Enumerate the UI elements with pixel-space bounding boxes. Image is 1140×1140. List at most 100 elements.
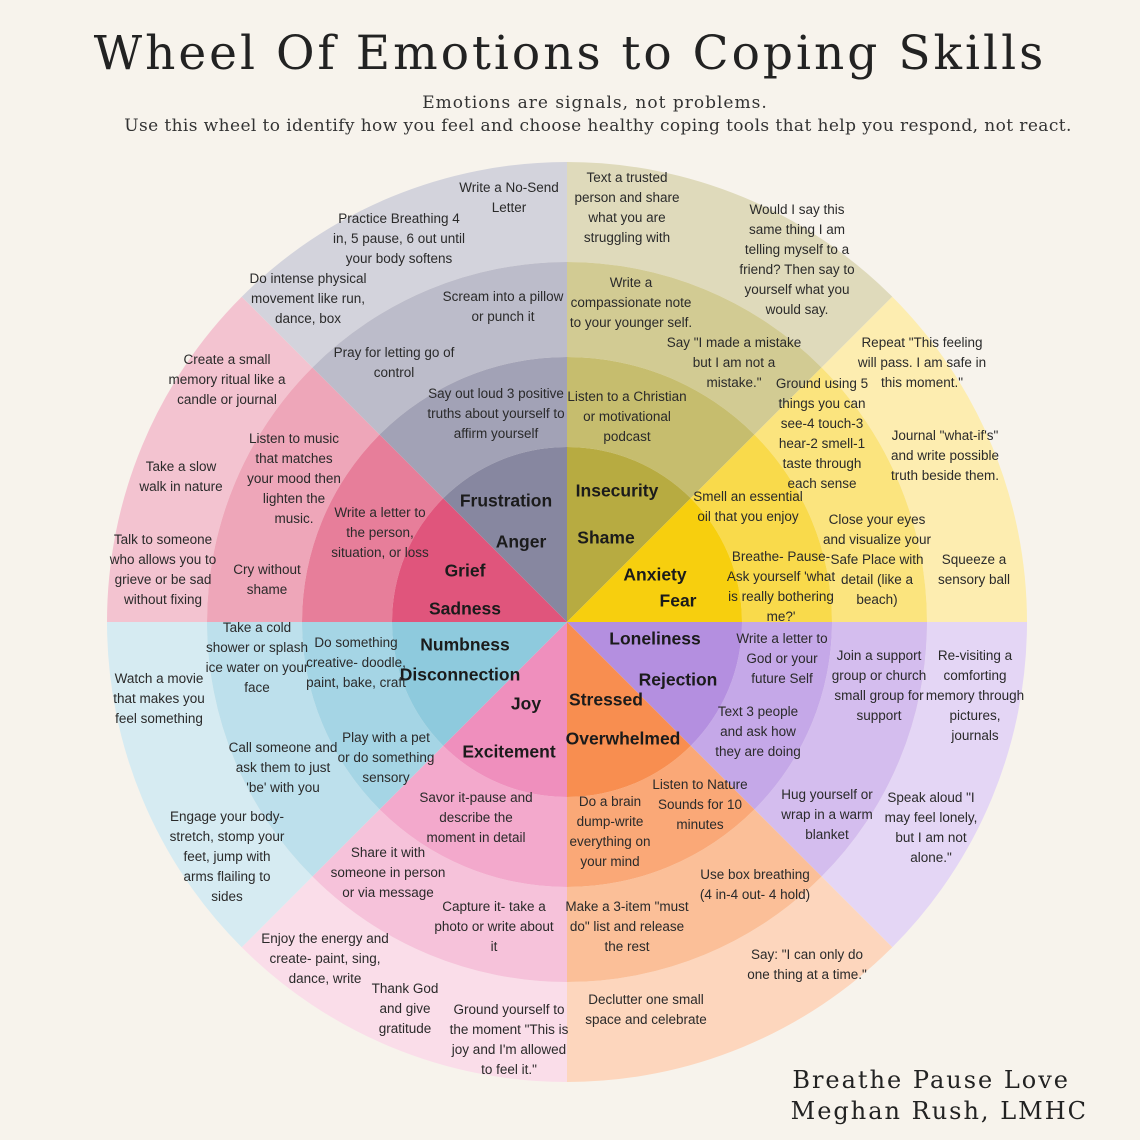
wedge-rejection-ring-3 [567,809,822,982]
skill-ground-joy: Ground yourself to the moment "This is j… [449,1002,569,1077]
wedge-overwhelm-ring-2 [379,745,567,887]
skill-repeat-safe: Repeat "This feeling will pass. I am saf… [857,335,987,390]
credit-author: Meghan Rush, LMHC [790,1097,1088,1125]
wedge-numbness-ring-4 [107,296,313,622]
skill-compassionate-note: Write a compassionate note to your young… [569,275,693,330]
wedge-fear-ring-4 [821,622,1027,948]
wedge-joy-ring-4 [107,622,313,948]
skill-cry-without-shame: Cry without shame [233,562,301,597]
wedge-joy-ring-2 [302,622,444,810]
skill-breathe-pause-ask: Breathe- Pause- Ask yourself 'what is re… [726,549,836,624]
skill-not-alone: Speak aloud "I may feel lonely, but I am… [884,790,978,865]
skill-declutter: Declutter one small space and celebrate [585,992,707,1027]
skill-call-someone: Call someone and ask them to just 'be' w… [228,740,338,795]
wedge-numbness-ring-2 [302,434,444,622]
page-title: Wheel Of Emotions to Coping Skills [93,26,1047,81]
skill-friend-self-talk: Would I say this same thing I am telling… [739,202,855,317]
skill-slow-walk: Take a slow walk in nature [139,459,223,494]
skill-savor-moment: Savor it-pause and describe the moment i… [419,790,533,845]
skill-memory-ritual: Create a small memory ritual like a cand… [168,352,286,407]
wedge-anger-ring-4 [567,162,893,368]
skill-pray-let-go: Pray for letting go of control [333,345,455,380]
skill-sensory-ball: Squeeze a sensory ball [937,552,1011,587]
skill-letter-to-god: Write a letter to God or your future Sel… [736,631,828,686]
wedge-numbness-ring-3 [207,367,380,622]
wedge-anger-ring-3 [567,262,822,435]
emotion-anxiety: Anxiety [623,564,687,585]
skill-positive-truths: Say out loud 3 positive truths about you… [427,386,565,441]
skill-no-send-letter: Write a No-Send Letter [459,180,559,215]
skill-hug-yourself: Hug yourself or wrap in a warm blanket [781,787,873,842]
skill-engage-body: Engage your body- stretch, stomp your fe… [169,809,285,904]
emotion-shame: Shame [577,527,635,548]
subtitle-signals: Emotions are signals, not problems. [422,93,768,113]
wedge-shame-ring-3 [754,367,928,622]
emotion-disconnection: Disconnection [399,664,521,685]
wedge-rejection-ring-2 [567,745,755,887]
skill-breathing-4-5-6: Practice Breathing 4 in, 5 pause, 6 out … [332,211,466,266]
emotion-anger: Anger [495,531,547,552]
wedge-shame-ring-4 [821,296,1027,622]
emotion-excitement: Excitement [462,741,556,762]
emotion-rejection: Rejection [638,669,718,690]
skill-must-do-list: Make a 3-item "must do" list and release… [565,899,689,954]
skill-letter-to-loss: Write a letter to the person, situation,… [331,505,429,560]
credit-brand: Breathe Pause Love [792,1066,1070,1094]
emotion-loneliness: Loneliness [609,628,701,649]
wedge-shame-ring-2 [690,434,832,622]
skill-create-energy: Enjoy the energy and create- paint, sing… [261,931,389,986]
wedge-fear-ring-2 [690,622,832,810]
skill-scream-pillow: Scream into a pillow or punch it [442,289,564,324]
wedge-overwhelm-ring-1 [443,622,567,797]
wedge-numbness-ring-1 [392,498,567,622]
skill-creative-activity: Do something creative- doodle, paint, ba… [306,635,406,690]
skill-text-trusted-person: Text a trusted person and share what you… [574,170,680,245]
emotion-grief: Grief [444,560,486,581]
wedge-anger-ring-1 [567,447,691,622]
wedge-fear-ring-1 [567,622,742,746]
wedge-sadness-ring-1 [443,447,567,622]
wedge-overwhelm-ring-4 [241,876,567,1082]
skill-play-with-pet: Play with a pet or do something sensory [337,730,435,785]
skill-one-thing-at-a-time: Say: "I can only do one thing at a time.… [747,947,867,982]
skill-intense-movement: Do intense physical movement like run, d… [249,271,367,326]
wedge-sadness-ring-2 [379,357,567,499]
emotion-insecurity: Insecurity [575,480,659,501]
wedge-fear-ring-3 [754,622,928,877]
skill-grounding-5-senses: Ground using 5 things you can see-4 touc… [775,376,869,491]
skill-cold-shower: Take a cold shower or splash ice water o… [205,620,309,695]
skill-podcast: Listen to a Christian or motivational po… [567,389,687,444]
emotion-stressed: Stressed [569,689,643,710]
skill-talk-to-someone: Talk to someone who allows you to grieve… [109,532,217,607]
skill-comforting-memory: Re-visiting a comforting memory through … [925,648,1025,743]
wedge-rejection-ring-4 [567,876,893,1082]
skill-safe-place: Close your eyes and visualize your Safe … [822,512,932,607]
skill-text-3-people: Text 3 people and ask how they are doing [715,704,801,759]
skill-nature-sounds: Listen to Nature Sounds for 10 minutes [652,777,748,832]
subtitle-instructions: Use this wheel to identify how you feel … [124,116,1072,136]
skill-capture-it: Capture it- take a photo or write about … [434,899,554,954]
wheel-rings [107,162,1027,1082]
skill-mistake-affirmation: Say "I made a mistake but I am not a mis… [666,335,802,390]
emotion-frustration: Frustration [459,490,553,511]
skill-essential-oil: Smell an essential oil that you enjoy [693,489,803,524]
skill-watch-movie: Watch a movie that makes you feel someth… [113,671,205,726]
skill-support-group: Join a support group or church small gro… [831,648,927,723]
wedge-joy-ring-1 [392,622,567,746]
skill-gratitude: Thank God and give gratitude [371,981,439,1036]
emotion-overwhelmed: Overwhelmed [565,728,681,749]
emotion-joy: Joy [510,693,542,714]
wedge-sadness-ring-4 [241,162,567,368]
skill-brain-dump: Do a brain dump-write everything on your… [569,794,651,869]
emotion-sadness: Sadness [429,598,501,619]
skill-box-breathing: Use box breathing (4 in-4 out- 4 hold) [699,867,811,902]
skill-journal-what-ifs: Journal "what-if's" and write possible t… [890,428,1000,483]
wedge-joy-ring-3 [207,622,380,877]
wedge-rejection-ring-1 [567,622,691,797]
skill-music-mood: Listen to music that matches your mood t… [247,431,341,526]
wedge-sadness-ring-3 [312,262,567,435]
wedge-anger-ring-2 [567,357,755,499]
emotion-numbness: Numbness [420,634,510,655]
emotion-fear: Fear [659,590,697,611]
